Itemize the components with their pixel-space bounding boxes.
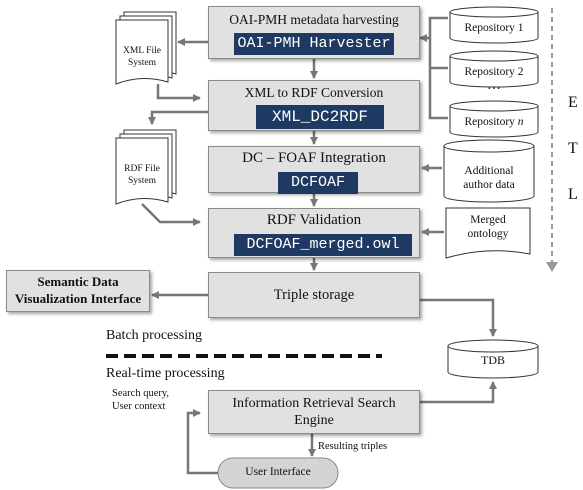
harvester-tool-label: OAI-PMH Harvester: [234, 33, 394, 55]
repository-cylinder-1: [449, 6, 539, 44]
harvest-step-caption: OAI-PMH metadata harvesting: [229, 12, 399, 27]
tdb-cylinder: [447, 339, 539, 379]
xml-fs-line2: System: [128, 58, 156, 68]
rdf-fs-line2: System: [128, 176, 156, 186]
tdb-label: TDB: [481, 353, 505, 367]
triple-storage-label: Triple storage: [273, 287, 355, 303]
rdf-file-system-icon: [115, 129, 177, 205]
additional-data-line2: author data: [463, 179, 515, 191]
merged-ontology-document-icon: [445, 207, 531, 259]
repository-ellipsis: …: [487, 78, 501, 93]
xml-fs-line1: XML File: [123, 46, 161, 56]
visualization-line1: Semantic Data: [37, 274, 119, 289]
merged-ontology-line1: Merged: [470, 214, 506, 226]
etl-letter-l: L: [568, 186, 578, 203]
merged-ontology-line2: ontology: [467, 228, 509, 240]
visualization-line2: Visualization Interface: [14, 291, 142, 306]
flow-arrows: [141, 16, 497, 475]
additional-data-line1: Additional: [464, 165, 514, 177]
visualization-interface-box: Semantic Data Visualization Interface: [6, 270, 150, 312]
repository-2-label: Repository 2: [464, 66, 524, 78]
additional-author-data-cylinder: [443, 139, 535, 203]
dcfoaf-tool-label: DCFOAF: [278, 172, 358, 194]
integration-step-box: DC – FOAF Integration: [208, 146, 420, 193]
triple-storage-box: Triple storage: [208, 272, 420, 318]
search-engine-line2: Engine: [294, 413, 334, 428]
repository-cylinder-2: [449, 50, 539, 88]
validation-step-caption: RDF Validation: [266, 212, 362, 228]
etl-letter-e: E: [568, 94, 578, 111]
search-engine-line1: Information Retrieval Search: [232, 396, 396, 411]
batch-processing-label: Batch processing: [106, 328, 203, 343]
xml-file-system-icon: [115, 11, 177, 85]
repository-1-label: Repository 1: [464, 22, 524, 34]
repository-cylinder-n: [449, 100, 539, 138]
search-engine-box: Information Retrieval Search Engine: [208, 390, 420, 434]
etl-arrowhead-icon: [546, 262, 558, 272]
repository-n-suffix: n: [517, 116, 524, 128]
search-query-line1: Search query,: [112, 388, 170, 399]
search-query-line2: User context: [112, 401, 166, 412]
merged-owl-tool-label: DCFOAF_merged.owl: [234, 234, 412, 256]
repository-n-text: Repository: [464, 116, 515, 128]
repository-n-label: Repository n: [450, 116, 538, 128]
convert-step-caption: XML to RDF Conversion: [244, 85, 384, 100]
user-interface-label: User Interface: [245, 466, 311, 478]
etl-letter-t: T: [568, 140, 578, 157]
rdf-fs-line1: RDF File: [124, 164, 160, 174]
integration-step-caption: DC – FOAF Integration: [242, 150, 386, 166]
resulting-triples-label: Resulting triples: [318, 441, 388, 452]
xml-dc2rdf-tool-label: XML_DC2RDF: [256, 105, 384, 129]
realtime-processing-label: Real-time processing: [106, 366, 225, 381]
